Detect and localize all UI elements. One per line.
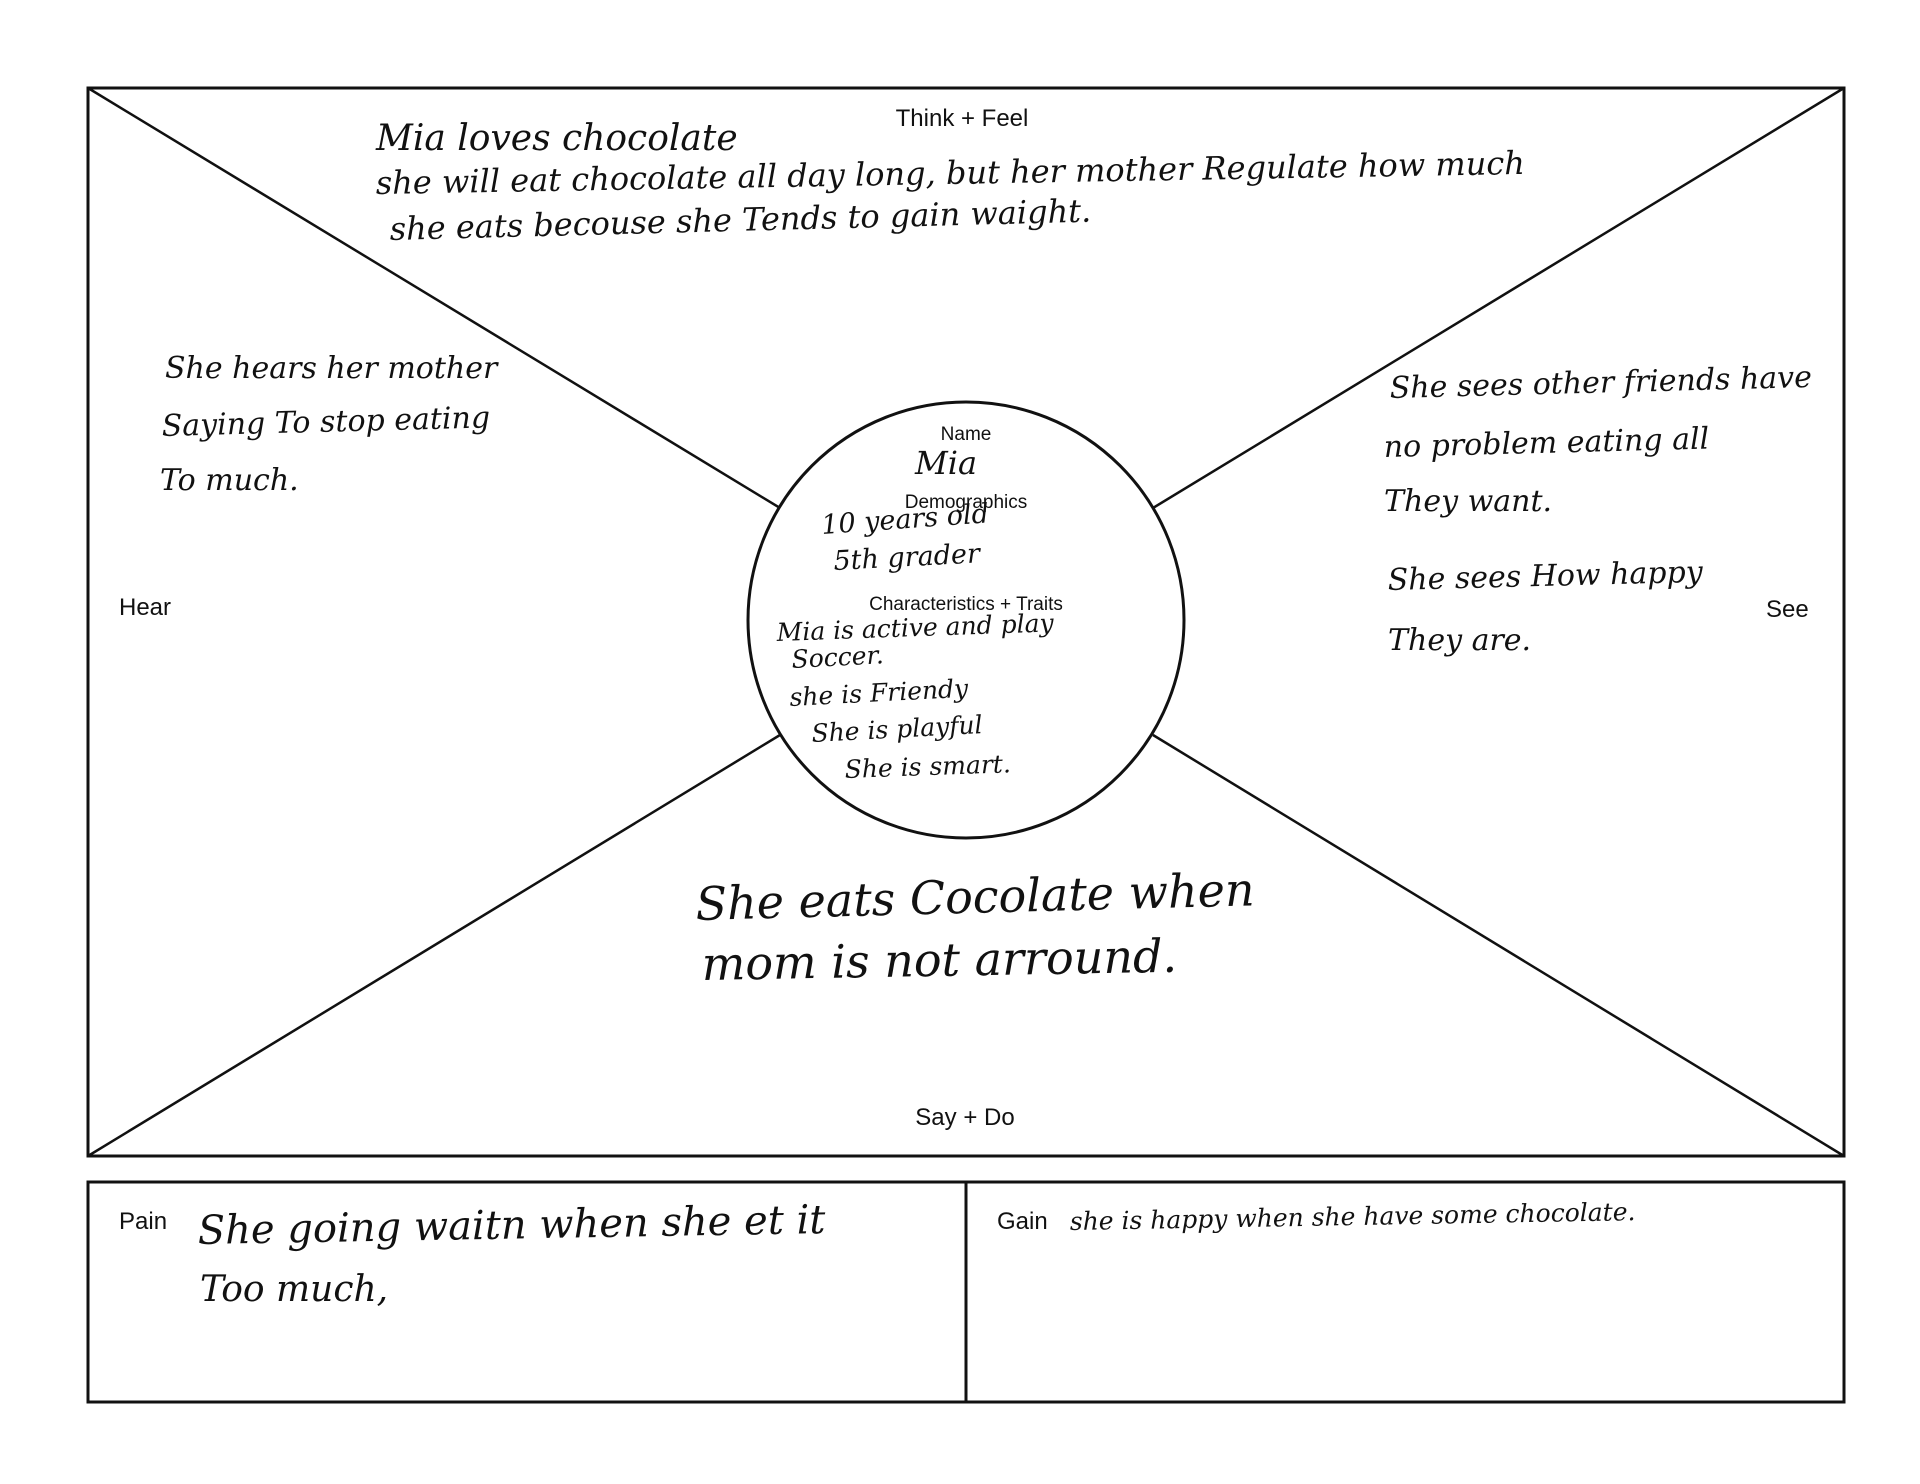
hear-note: Saying To stop eating (161, 400, 490, 444)
gain-note: she is happy when she have some chocolat… (1070, 1197, 1636, 1236)
name-label: Name (941, 424, 992, 445)
hear-note: She hears her mother (165, 351, 499, 386)
see-note: They are. (1388, 623, 1531, 658)
pain-note: She going waitn when she et it (197, 1197, 826, 1254)
see-note: She sees other friends have (1389, 360, 1812, 406)
diagonal-bottom-right (1152, 733, 1845, 1158)
traits-line: She is smart. (844, 749, 1011, 784)
say-do-note: mom is not arround. (701, 929, 1177, 991)
see-note: They want. (1384, 484, 1552, 519)
see-note: no problem eating all (1383, 421, 1709, 465)
diagonal-top-left (87, 86, 781, 510)
demographics-label: Demographics (905, 492, 1028, 513)
pain-note: Too much, (200, 1269, 388, 1310)
say-do-note: She eats Cocolate when (695, 862, 1255, 931)
think-feel-note: Mia loves chocolate (375, 118, 738, 159)
think-feel-label: Think + Feel (896, 105, 1029, 132)
hear-label: Hear (119, 594, 171, 621)
see-note: She sees How happy (1387, 555, 1704, 598)
traits-line: Soccer. (791, 640, 885, 674)
persona-circle (746, 400, 1186, 840)
gain-label: Gain (997, 1208, 1048, 1235)
persona-name: Mia (914, 444, 977, 482)
diagonal-top-right (1152, 86, 1845, 510)
hear-note: To much. (160, 463, 299, 498)
pain-label: Pain (119, 1208, 167, 1235)
map-frame (86, 86, 1846, 1158)
see-label: See (1766, 596, 1809, 623)
traits-label: Characteristics + Traits (869, 594, 1063, 615)
diagonal-bottom-left (87, 733, 781, 1158)
say-do-label: Say + Do (915, 1104, 1014, 1131)
think-feel-note: she eats becouse she Tends to gain waigh… (389, 192, 1091, 248)
